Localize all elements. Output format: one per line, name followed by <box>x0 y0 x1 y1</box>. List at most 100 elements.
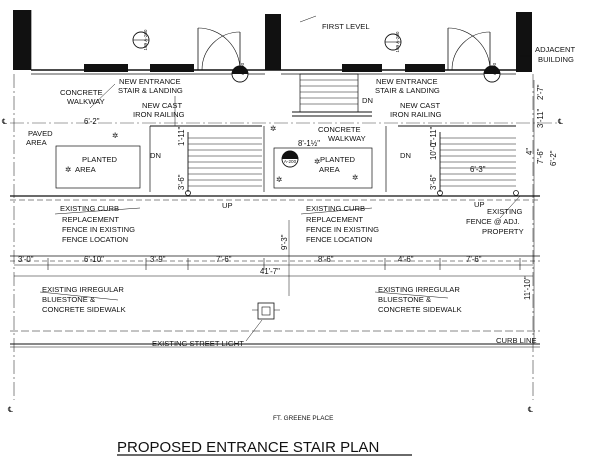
adjacent-building-label: BUILDING <box>538 55 574 64</box>
dimension-lines <box>14 80 535 344</box>
new-cast-left-label: NEW CAST <box>142 101 182 110</box>
street-light-label: EXISTING STREET LIGHT <box>152 339 244 348</box>
replacement-fence-left-label: FENCE IN EXISTING <box>62 225 135 234</box>
svg-text:℄: ℄ <box>1 117 8 126</box>
dimension-text: 1'-11" <box>429 126 438 146</box>
dimension-text: 1'-11" <box>177 126 186 146</box>
existing-fence-label: PROPERTY <box>482 227 524 236</box>
replacement-fence-left-label: REPLACEMENT <box>62 215 119 224</box>
up-arrow-label: UP <box>474 200 485 209</box>
curb-line-label: CURB LINE <box>496 336 537 345</box>
section-tag-door-left: 109 A-200 <box>132 29 150 50</box>
stairs-left <box>150 125 262 196</box>
dimension-text: 4'-6" <box>398 255 414 264</box>
wall-pier-left <box>13 10 31 70</box>
dimension-text: 3'-9" <box>150 255 166 264</box>
replacement-fence-right-label: FENCE IN EXISTING <box>306 225 379 234</box>
dimension-text: 2'-7" <box>536 84 545 100</box>
dimension-text: 7'-6" <box>536 148 545 164</box>
concrete-walkway-left-label: CONCRETE <box>60 88 103 97</box>
plant-icon: ✲ <box>352 173 359 182</box>
existing-fence-label: FENCE @ ADJ. <box>466 217 520 226</box>
building-walls <box>13 10 532 75</box>
plant-symbols: ✲ ✲ ✲ ✲ ✲ ✲ <box>65 124 359 184</box>
section-tag-stair-mid: A-200 <box>281 150 299 168</box>
sidewalk-left-label: EXISTING IRREGULAR <box>42 285 124 294</box>
svg-text:A-200: A-200 <box>240 62 245 75</box>
sidewalk-right-label: BLUESTONE & <box>378 295 431 304</box>
replacement-fence-right-label: REPLACEMENT <box>306 215 363 224</box>
svg-text:109 A-200: 109 A-200 <box>395 31 400 52</box>
first-level-label: FIRST LEVEL <box>322 22 370 31</box>
svg-text:109 A-200: 109 A-200 <box>143 29 148 50</box>
svg-text:℄: ℄ <box>7 405 14 414</box>
down-arrow-label: DN <box>150 151 161 160</box>
planted-area-right-label: AREA <box>319 165 341 174</box>
replacement-fence-left-label: FENCE LOCATION <box>62 235 128 244</box>
paved-area-label: PAVED <box>28 129 53 138</box>
new-cast-left-label: IRON RAILING <box>133 110 185 119</box>
dimension-text: 8'-6" <box>318 255 334 264</box>
existing-fence-label: EXISTING <box>487 207 523 216</box>
wall-pier-right <box>516 12 532 72</box>
section-tag-door-right: 109 A-200 <box>384 31 402 52</box>
concrete-walkway-right-label: WALKWAY <box>328 134 366 143</box>
window-sill-3 <box>342 64 382 72</box>
plant-icon: ✲ <box>270 124 277 133</box>
sidewalk-right-label: CONCRETE SIDEWALK <box>378 305 462 314</box>
existing-curb-right-label: EXISTING CURB <box>306 204 365 213</box>
svg-text:℄: ℄ <box>557 117 564 126</box>
grid-markers: ℄ ℄ ℄ ℄ <box>1 117 564 414</box>
new-cast-right-label: IRON RAILING <box>390 110 442 119</box>
dimension-text: 6'-2" <box>84 117 100 126</box>
dimension-text: 10'-0" <box>429 140 438 160</box>
stairs-top-center <box>292 73 372 117</box>
dimension-text: 6'-2" <box>549 150 558 166</box>
adjacent-building-label: ADJACENT <box>535 45 575 54</box>
existing-curb-left-label: EXISTING CURB <box>60 204 119 213</box>
dimension-text: 3'-6" <box>429 174 438 190</box>
dimension-text: 3'-6" <box>177 174 186 190</box>
sidewalk-right-label: EXISTING IRREGULAR <box>378 285 460 294</box>
dimension-labels: 3'-0" 6'-10" 3'-9" 7'-6" 8'-6" 4'-6" 7'-… <box>18 84 558 300</box>
planted-area-right-label: PLANTED <box>320 155 356 164</box>
dimension-text: 3'-0" <box>18 255 34 264</box>
paved-area-label: AREA <box>26 138 48 147</box>
dimension-text: 11'-10" <box>523 276 532 300</box>
svg-text:A-200: A-200 <box>492 62 497 75</box>
window-sill-1 <box>84 64 128 72</box>
stairs-right <box>398 125 519 196</box>
leader-lines <box>39 15 532 342</box>
concrete-walkway-right-label: CONCRETE <box>318 125 361 134</box>
doors <box>197 27 491 71</box>
new-entrance-right-label: STAIR & LANDING <box>375 86 440 95</box>
dimension-text: 4" <box>525 148 534 155</box>
window-sill-4 <box>405 64 445 72</box>
wall-pier-center <box>265 14 281 70</box>
planted-areas <box>55 126 387 192</box>
street-light-symbol <box>257 302 275 320</box>
new-entrance-left-label: STAIR & LANDING <box>118 86 183 95</box>
dimension-text: 41'-7" <box>260 267 280 276</box>
svg-text:A-200: A-200 <box>284 159 297 164</box>
window-sill-2 <box>150 64 194 72</box>
fence-lines <box>10 74 560 400</box>
section-tag-stair-left: A-200 <box>231 62 249 83</box>
plant-icon: ✲ <box>314 157 321 166</box>
dimension-text: 3'-11" <box>536 108 545 128</box>
section-tag-stair-right: A-200 <box>483 62 501 83</box>
new-entrance-left-label: NEW ENTRANCE <box>119 77 181 86</box>
drawing-title: PROPOSED ENTRANCE STAIR PLAN <box>117 439 379 456</box>
down-arrow-label: DN <box>362 96 373 105</box>
dimension-text: 8'-1½" <box>298 139 320 148</box>
annotation-labels: FIRST LEVEL ADJACENT BUILDING CONCRETE W… <box>26 22 575 422</box>
up-arrow-label: UP <box>222 201 233 210</box>
svg-text:℄: ℄ <box>527 405 534 414</box>
plant-icon: ✲ <box>65 165 72 174</box>
new-entrance-right-label: NEW ENTRANCE <box>376 77 438 86</box>
section-tags: 109 A-200 109 A-200 A-200 A-200 A-200 <box>132 29 501 168</box>
street-name-label: FT. GREENE PLACE <box>273 415 333 422</box>
sidewalk-left-label: CONCRETE SIDEWALK <box>42 305 126 314</box>
dimension-text: 9'-3" <box>280 234 289 250</box>
